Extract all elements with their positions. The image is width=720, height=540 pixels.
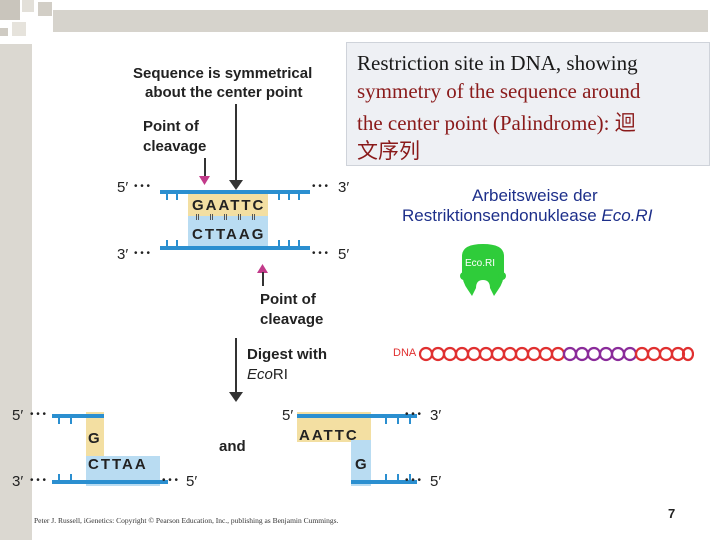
center-arrow-line [235,104,237,184]
decor-square [0,0,20,20]
frag-right-5-top: 5′ [282,407,294,424]
strand-bottom-dots-left: • • • [134,248,151,259]
cleavage-label-top-1: Point of [143,118,199,135]
callout-line1: Restriction site in DNA, showing [357,51,638,75]
frag-right-dots-top: • • • [405,409,422,420]
digest-arrow-line [235,338,237,394]
cleavage-label-top-2: cleavage [143,138,207,155]
frag-left-5-top: 5′ [12,407,24,424]
digest-label-line2: EcoRI [247,366,288,383]
animation-title-line1: Arbeitsweise der [472,186,598,205]
decor-top-bar [53,10,708,32]
strand-bottom-dots-right: • • • [312,248,329,259]
bottom-recognition-sequence: CTTAAG [192,226,266,243]
strand-top-dots-left: • • • [134,181,151,192]
center-arrow-head [229,180,243,190]
and-label: and [219,438,246,455]
frag-left-dots-bottom: • • • [30,475,47,486]
decor-left-bar [0,44,32,540]
diagram-title-line1: Sequence is symmetrical [133,65,313,82]
callout-line4: 文序列 [357,139,420,163]
frag-left-G: G [88,430,102,447]
decor-square [12,22,26,36]
animation-title-line2: Restriktionsendonuklease Eco.RI [402,206,652,226]
left-fragment [52,412,168,486]
frag-right-5-bottom: 5′ [430,473,442,490]
palindrome-callout: Restriction site in DNA, showing symmetr… [346,42,710,166]
strand-bottom-5-label: 5′ [338,246,350,263]
frag-right-G: G [355,456,369,473]
cleavage-arrow-line [204,158,206,178]
ecori-enzyme-icon [460,244,506,296]
animation-title-text: Restriktionsendonuklease [402,206,602,225]
strand-top-dots-right: • • • [312,181,329,192]
cleavage-arrow-head-top [199,176,210,185]
strand-top-5-label: 5′ [117,179,129,196]
page-number: 7 [668,506,676,521]
callout-line2: symmetry of the sequence around [357,79,641,103]
frag-left-dots-top: • • • [30,409,47,420]
frag-left-dots-bottom-right: • • • [162,475,179,486]
frag-left-3-bottom: 3′ [12,473,24,490]
frag-right-sequence: AATTC [299,427,359,444]
dna-double-strand [160,190,310,250]
top-recognition-sequence: GAATTC [192,197,266,214]
decor-square [38,2,52,16]
digest-label-line1: Digest with [247,346,328,363]
cleavage-label-mid-1: Point of [260,291,316,308]
frag-left-sequence: CTTAA [88,456,148,473]
strand-top-3-label: 3′ [338,179,350,196]
dna-helix [418,346,694,362]
right-fragment [297,412,417,486]
frag-left-5-bottom: 5′ [186,473,198,490]
frag-right-3-top: 3′ [430,407,442,424]
digest-enzyme-suffix: RI [272,366,288,383]
dna-label: DNA [393,347,417,359]
callout-line3: the center point (Palindrome): 迴 [357,111,636,135]
frag-right-dots-bottom: • • • [405,475,422,486]
digest-arrow-head [229,392,243,402]
diagram-title-line2: about the center point [145,84,303,101]
decor-square [22,0,34,12]
copyright-footer: Peter J. Russell, iGenetics: Copyright ©… [34,516,339,525]
enzyme-label: Eco.RI [465,258,496,269]
cleavage-arrow-head-bottom [257,264,268,273]
strand-bottom-3-label: 3′ [117,246,129,263]
cleavage-arrow-line-bottom [262,272,264,286]
animation-title-enzyme: Eco.RI [601,206,653,225]
decor-square [0,28,8,36]
digest-enzyme-italic: Eco [247,366,273,383]
cleavage-label-mid-2: cleavage [260,311,324,328]
